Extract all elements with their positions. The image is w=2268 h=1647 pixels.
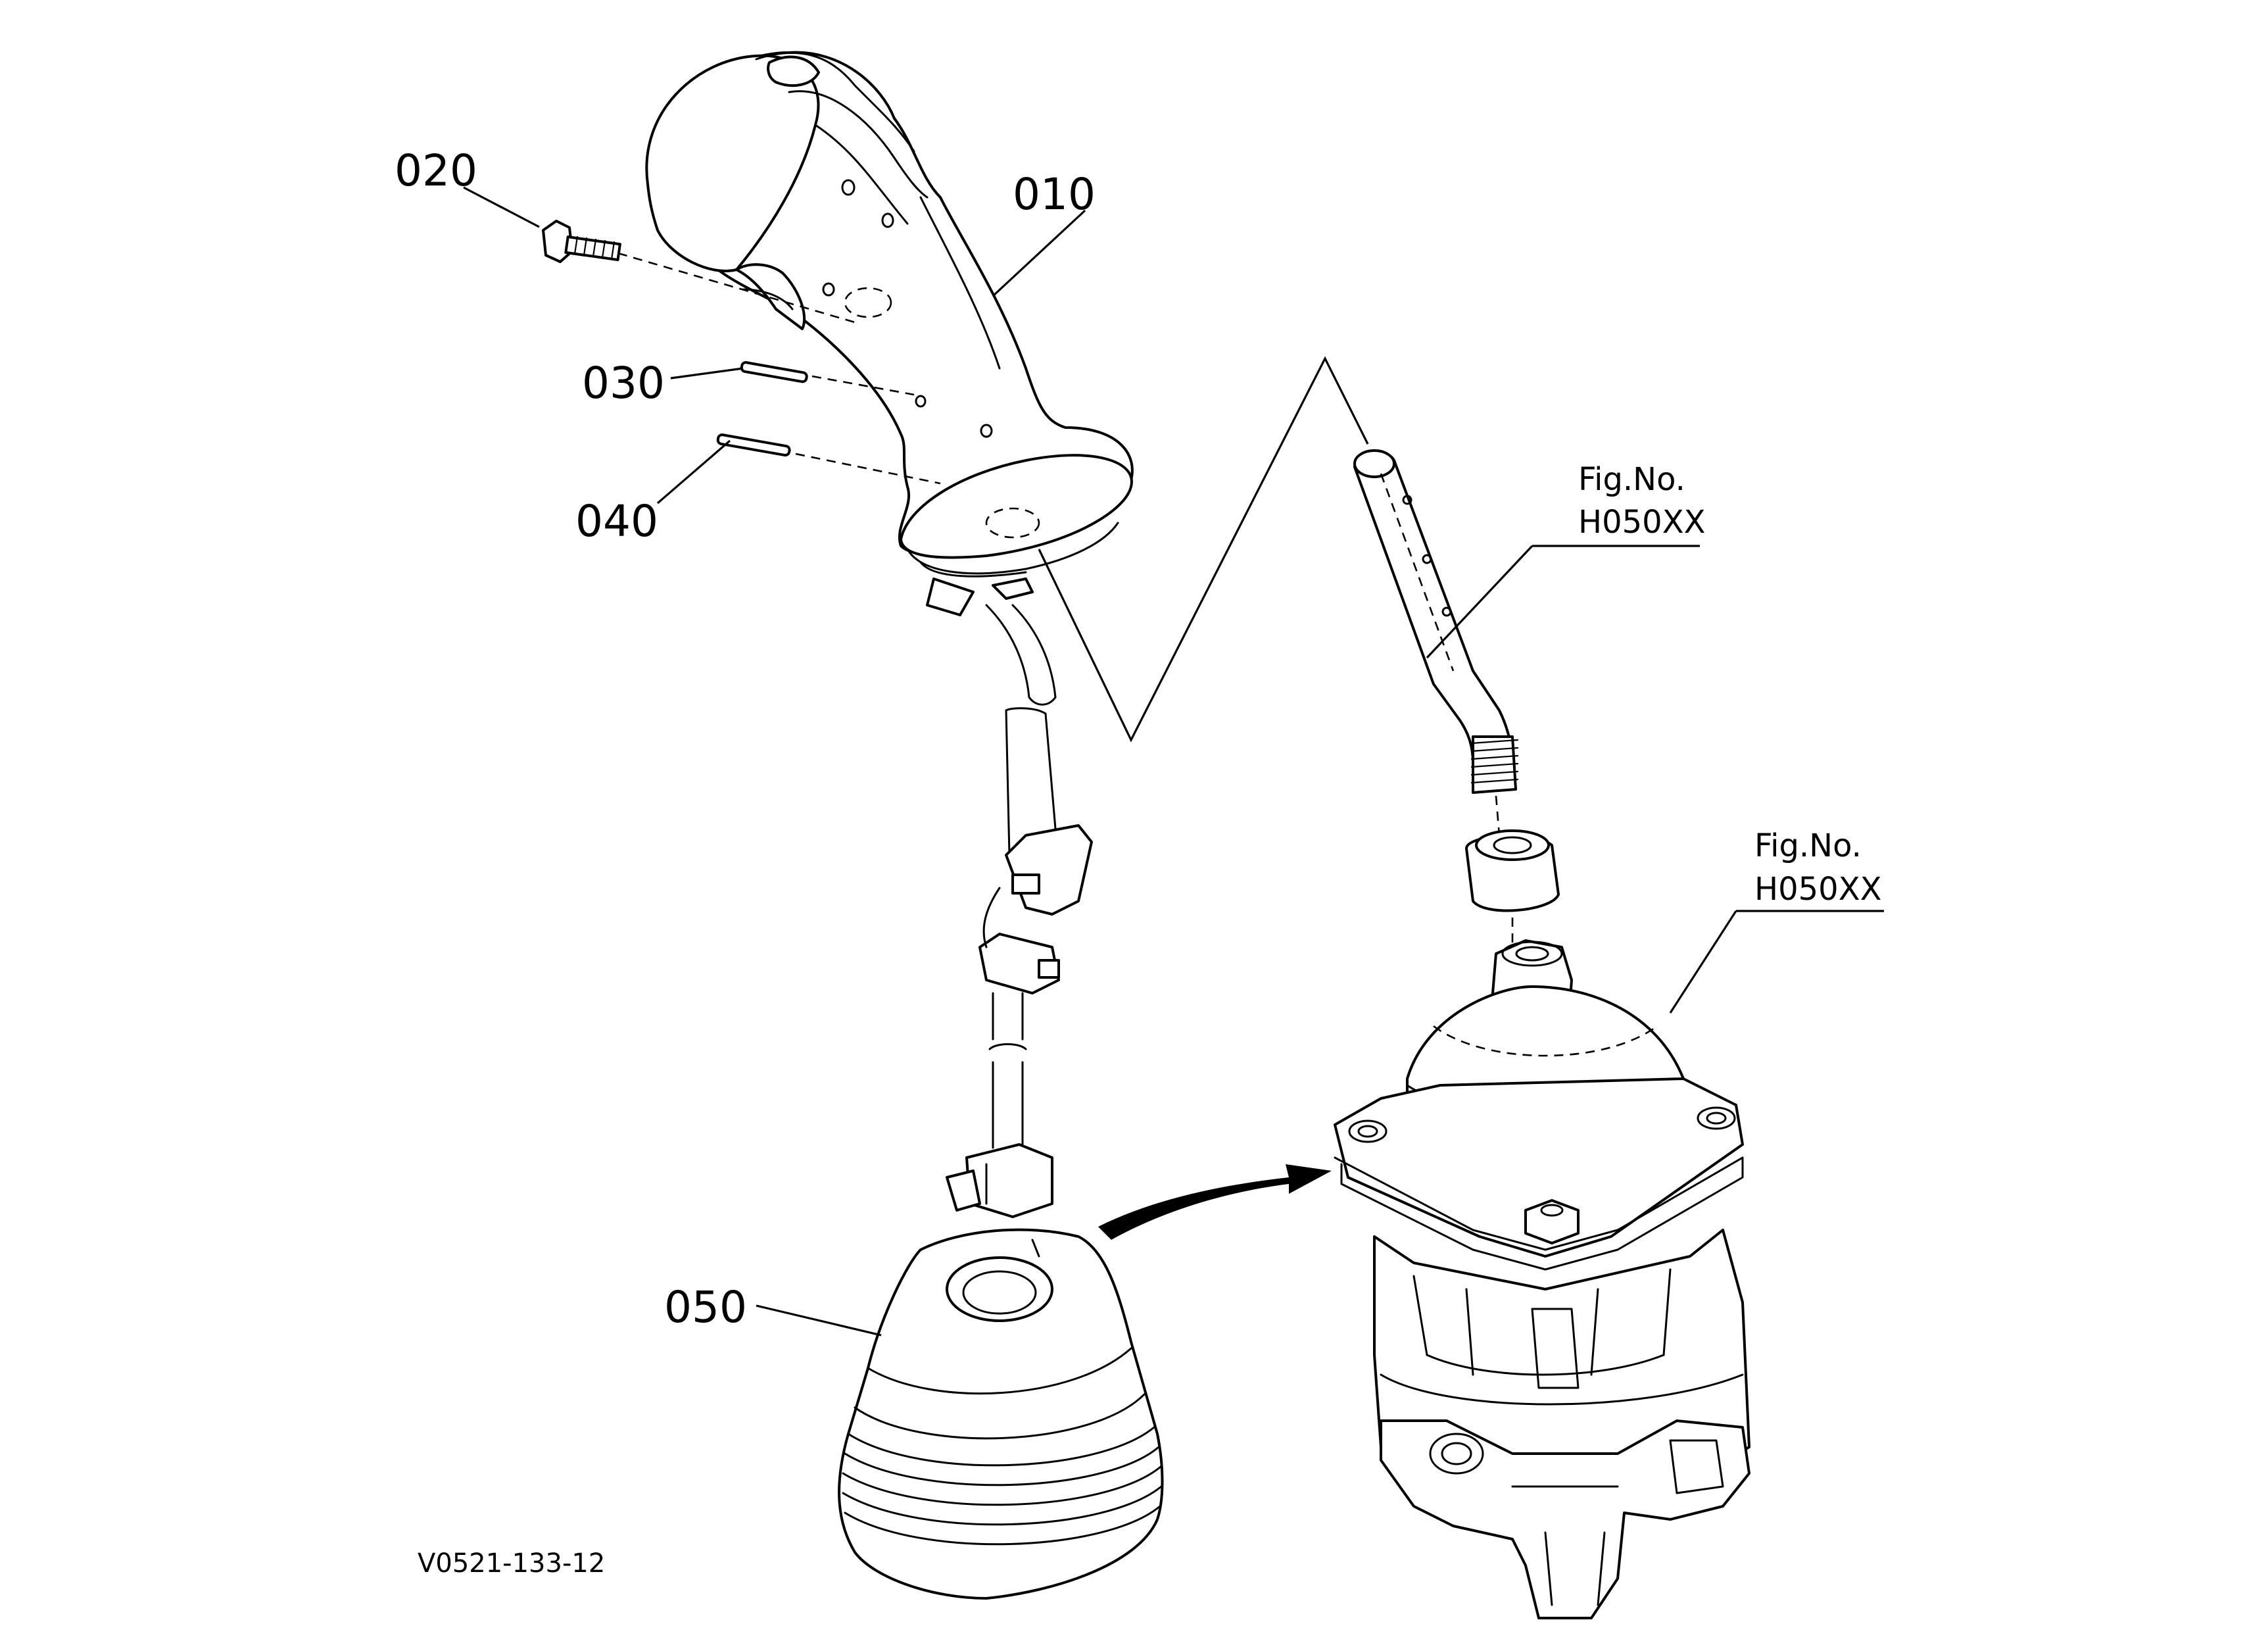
wire-harness <box>946 604 1093 1218</box>
fig-ref-2-line1: Fig.No. <box>1754 827 1862 864</box>
fig-ref-1-line1: Fig.No. <box>1578 461 1685 498</box>
nut <box>1465 829 1560 947</box>
drawing-code: V0521-133-12 <box>418 1548 605 1579</box>
fig-ref-2-line2: H050XX <box>1754 871 1881 908</box>
label-040: 040 <box>575 496 658 547</box>
pilot-valve <box>1334 939 1750 1619</box>
break-line <box>1038 356 1369 743</box>
threaded-end <box>1470 735 1519 794</box>
assembly-arrow <box>1098 1164 1332 1240</box>
rubber-boot <box>838 1228 1164 1600</box>
lever-rod <box>1353 449 1519 836</box>
leader-lines <box>463 186 1884 1337</box>
pins <box>716 361 941 485</box>
label-050: 050 <box>664 1282 747 1333</box>
joystick-grip <box>645 51 1134 616</box>
label-010: 010 <box>1013 169 1096 220</box>
label-030: 030 <box>582 358 665 408</box>
fig-ref-1-line2: H050XX <box>1578 504 1705 541</box>
label-020: 020 <box>395 145 477 196</box>
bolt <box>542 220 856 324</box>
